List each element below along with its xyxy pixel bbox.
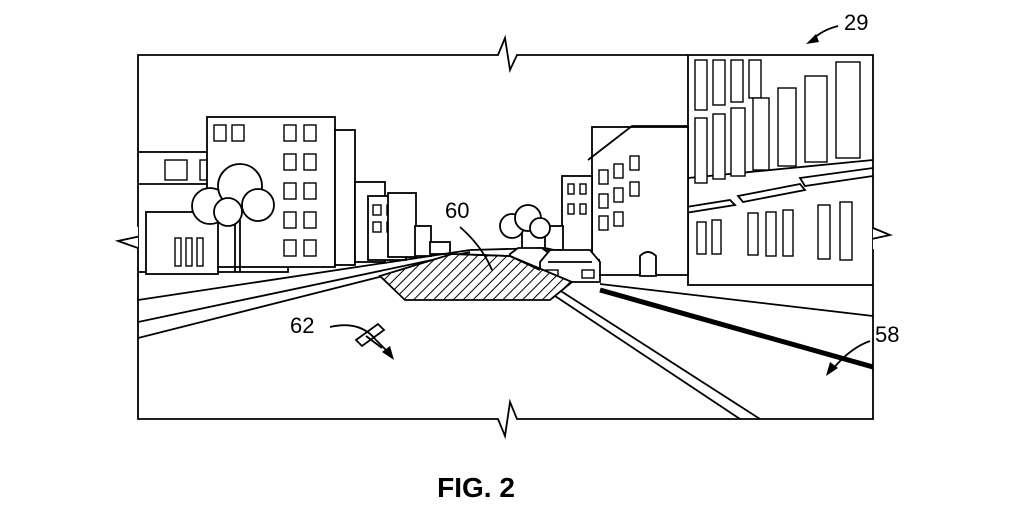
label-view: 29 [844, 10, 868, 35]
label-vehicle-marker: 62 [290, 313, 314, 338]
label-road-surface: 58 [875, 322, 899, 347]
left-buildings [138, 117, 450, 274]
right-buildings [545, 55, 873, 285]
figure-caption: FIG. 2 [437, 472, 515, 503]
label-hazard-region: 60 [445, 198, 469, 223]
right-tree [500, 205, 550, 252]
